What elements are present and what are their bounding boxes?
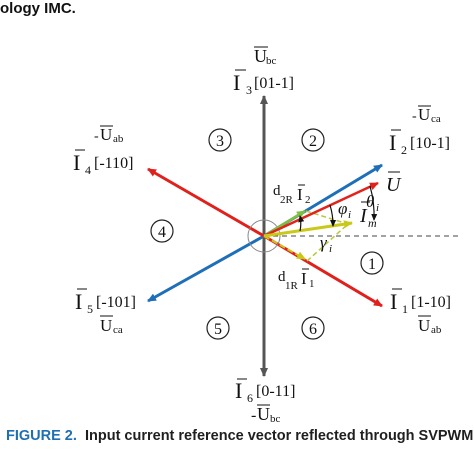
label-i1-voltage-sub: ab xyxy=(431,324,442,336)
label-i6-code: [0-11] xyxy=(256,383,295,400)
label-gamma-text: γ xyxy=(320,233,328,252)
label-i2-voltage-sub: ca xyxy=(431,113,441,125)
label-im-text: I xyxy=(359,205,368,227)
label-i4-name: I xyxy=(73,150,80,175)
sector-4: 4 xyxy=(150,219,174,243)
label-d1r: d 1R I 1 xyxy=(278,268,315,292)
vector-i5 xyxy=(147,234,265,303)
label-i6-name: I xyxy=(235,378,242,403)
label-phi-sub: i xyxy=(348,209,351,221)
label-i4-voltage-sub: ab xyxy=(113,133,124,145)
label-im: I m xyxy=(359,201,377,230)
label-i3: U bc I 3 [01-1] xyxy=(233,46,294,97)
sector-2: 2 xyxy=(301,128,325,152)
label-i1: I 1 [1-10] U ab xyxy=(390,288,451,336)
sector-5-label: 5 xyxy=(214,321,222,338)
label-i6-sub: 6 xyxy=(247,391,253,405)
label-i5-voltage: U xyxy=(100,316,112,335)
sector-2-label: 2 xyxy=(309,133,317,150)
label-i5-code: [-101] xyxy=(96,294,136,311)
im-vector xyxy=(263,220,353,238)
sector-6: 6 xyxy=(301,316,325,340)
theta-arc xyxy=(369,185,378,221)
label-i3-sub: 3 xyxy=(246,83,252,97)
figure-label: FIGURE 2. xyxy=(6,428,77,444)
label-i1-code: [1-10] xyxy=(411,294,451,311)
label-u-text: U xyxy=(386,174,402,196)
label-d2r-vec: I xyxy=(297,185,303,204)
label-i5-name: I xyxy=(75,289,82,314)
label-i1-sub: 1 xyxy=(402,302,408,316)
label-i6-voltage-sub: bc xyxy=(270,413,281,425)
label-d2r-sub: 2R xyxy=(280,194,294,206)
top-caption: ology IMC. xyxy=(0,0,76,17)
label-theta-text: θ xyxy=(366,192,374,211)
svpwm-diagram: 1 2 3 4 5 6 U bc I 3 [01-1] I 6 [0-11] -… xyxy=(73,46,462,425)
d1-component xyxy=(263,235,306,260)
sector-6-label: 6 xyxy=(309,321,317,338)
sector-1: 1 xyxy=(360,251,384,275)
label-i3-name: I xyxy=(233,70,240,95)
sector-4-label: 4 xyxy=(158,224,166,241)
label-gamma: γ i xyxy=(320,233,332,255)
sector-5: 5 xyxy=(206,316,230,340)
label-i3-voltage-sub: bc xyxy=(266,55,277,67)
label-d1r-d: d xyxy=(278,269,286,285)
label-theta: θ i xyxy=(366,192,379,214)
label-u: U xyxy=(386,171,402,196)
label-i6: I 6 [0-11] - U bc xyxy=(235,378,295,425)
label-i6-voltage: U xyxy=(257,404,270,424)
label-i2-voltage: U xyxy=(418,105,430,124)
label-i5-voltage-sub: ca xyxy=(113,324,123,336)
label-phi-text: φ xyxy=(338,199,347,218)
d2-projection-dash xyxy=(305,210,349,225)
label-i4: - U ab I 4 [-110] xyxy=(73,125,133,177)
label-i5-sub: 5 xyxy=(87,302,93,316)
label-d1r-vec-sub: 1 xyxy=(309,278,315,290)
d1-projection-dash xyxy=(306,223,349,262)
label-i5: I 5 [-101] U ca xyxy=(75,288,136,336)
label-i2-code: [10-1] xyxy=(410,135,450,152)
label-theta-sub: i xyxy=(376,202,379,214)
sector-3-label: 3 xyxy=(216,133,224,150)
label-i1-voltage: U xyxy=(418,316,430,335)
vector-i4 xyxy=(147,167,265,238)
origin-circle xyxy=(247,219,281,253)
gamma-arc xyxy=(298,215,305,232)
label-d2r-d: d xyxy=(273,183,281,199)
label-gamma-sub: i xyxy=(329,243,332,255)
label-phi: φ i xyxy=(338,199,351,221)
sector-1-label: 1 xyxy=(368,256,376,273)
phi-arc xyxy=(329,204,337,227)
sector-3: 3 xyxy=(208,128,232,152)
label-i2-voltage-sign: - xyxy=(412,109,417,124)
label-i3-voltage: U xyxy=(254,46,267,66)
figure-text: Input current reference vector reflected… xyxy=(84,428,474,444)
label-i1-name: I xyxy=(390,289,397,314)
label-i2-sub: 2 xyxy=(401,143,407,157)
u-vector xyxy=(263,181,379,238)
label-i4-code: [-110] xyxy=(94,155,133,172)
label-i4-voltage: U xyxy=(100,125,112,144)
label-d1r-sub: 1R xyxy=(285,280,299,292)
label-i2-name: I xyxy=(389,130,396,155)
label-i4-voltage-sign: - xyxy=(94,129,99,144)
label-i4-sub: 4 xyxy=(85,163,91,177)
label-i3-code: [01-1] xyxy=(254,75,294,92)
figure-caption: FIGURE 2. Input current reference vector… xyxy=(6,428,474,444)
label-d2r-vec-sub: 2 xyxy=(305,194,311,206)
label-i2: - U ca I 2 [10-1] xyxy=(389,105,450,157)
label-d2r: d 2R I 2 xyxy=(273,183,311,206)
label-d1r-vec: I xyxy=(301,269,307,288)
label-i6-voltage-sign: - xyxy=(251,407,256,424)
label-im-sub: m xyxy=(368,216,377,230)
